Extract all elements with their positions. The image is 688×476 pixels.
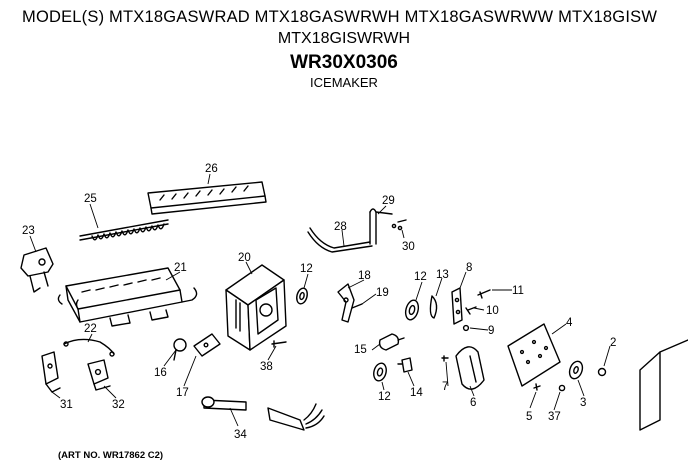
callout-2: 2 (610, 337, 616, 349)
part-23-cover (20, 247, 54, 293)
callout-8: 8 (466, 262, 472, 274)
part-28-29-fill-assembly (307, 208, 407, 253)
callout-15: 15 (354, 344, 367, 356)
callout-12-upper: 12 (300, 263, 313, 275)
part-32-bracket (87, 359, 111, 391)
part-31-bracket (41, 351, 61, 393)
callout-18: 18 (358, 270, 371, 282)
part-34-tube-harness (201, 396, 325, 431)
callout-38: 38 (260, 361, 273, 373)
callout-5: 5 (526, 411, 532, 423)
callout-12-lower: 12 (378, 391, 391, 403)
callout-34: 34 (234, 429, 247, 441)
callout-32: 32 (112, 399, 125, 411)
part-5-screw (533, 383, 541, 391)
part-4-mounting-plate (507, 323, 561, 387)
part-18-lever (337, 283, 363, 323)
art-number: (ART NO. WR17862 C2) (58, 450, 164, 461)
callout-21: 21 (174, 262, 187, 274)
part-20-housing (225, 264, 287, 351)
part-26-stripper (147, 181, 267, 215)
callout-13: 13 (436, 269, 449, 281)
part-2-nut (597, 367, 607, 377)
callout-11: 11 (512, 285, 524, 297)
callout-16: 16 (154, 367, 167, 379)
part-name-subtitle: ICEMAKER (310, 75, 378, 90)
callout-23: 23 (22, 225, 35, 237)
model-list-line-2: MTX18GISWRWH (277, 30, 411, 47)
callout-29: 29 (382, 195, 395, 207)
callout-10: 10 (486, 305, 499, 317)
model-list-line-1: MODEL(S) MTX18GASWRAD MTX18GASWRWH MTX18… (22, 8, 658, 26)
callout-6: 6 (470, 397, 476, 409)
part-10-11-screws (462, 289, 491, 332)
part-37-washer (558, 384, 566, 392)
part-21-ice-mold (57, 267, 198, 327)
part-15-thermostat (378, 333, 405, 351)
callout-7: 7 (442, 381, 448, 393)
leader-lines (29, 173, 611, 427)
part-12-bushing-lower (373, 362, 387, 382)
callout-4: 4 (566, 317, 573, 329)
part-16-switch (173, 338, 187, 361)
part-number-title: WR30X0306 (290, 52, 398, 73)
callout-31: 31 (60, 399, 73, 411)
callout-20: 20 (238, 252, 251, 264)
part-3-gear (568, 360, 584, 380)
callout-30: 30 (402, 241, 415, 253)
callout-37: 37 (548, 411, 561, 423)
callout-25: 25 (84, 193, 97, 205)
part-22-wire (63, 338, 115, 357)
callout-22: 22 (84, 323, 97, 335)
callout-19: 19 (376, 287, 389, 299)
part-7-screw (441, 355, 449, 362)
part-17-bracket (193, 333, 221, 357)
part-38-screw (271, 340, 287, 348)
part-12-bushing-middle (404, 299, 420, 321)
callout-9: 9 (488, 325, 494, 337)
callout-3: 3 (580, 397, 586, 409)
part-8-switch-bracket (451, 287, 463, 325)
callout-26: 26 (205, 163, 218, 175)
callout-14: 14 (410, 387, 423, 399)
part-13-spring-link (429, 295, 438, 319)
callout-28: 28 (334, 221, 347, 233)
part-12-bushing-upper (296, 287, 308, 305)
callout-12-middle: 12 (414, 271, 427, 283)
part-6-motor (455, 346, 485, 390)
adjacent-part-edge (639, 339, 688, 431)
part-25-ejector (79, 219, 169, 241)
callout-17: 17 (176, 387, 189, 399)
callout-labels: 26 25 23 21 20 12 28 29 30 18 19 12 13 8… (22, 163, 616, 441)
part-14-clip (397, 357, 413, 373)
